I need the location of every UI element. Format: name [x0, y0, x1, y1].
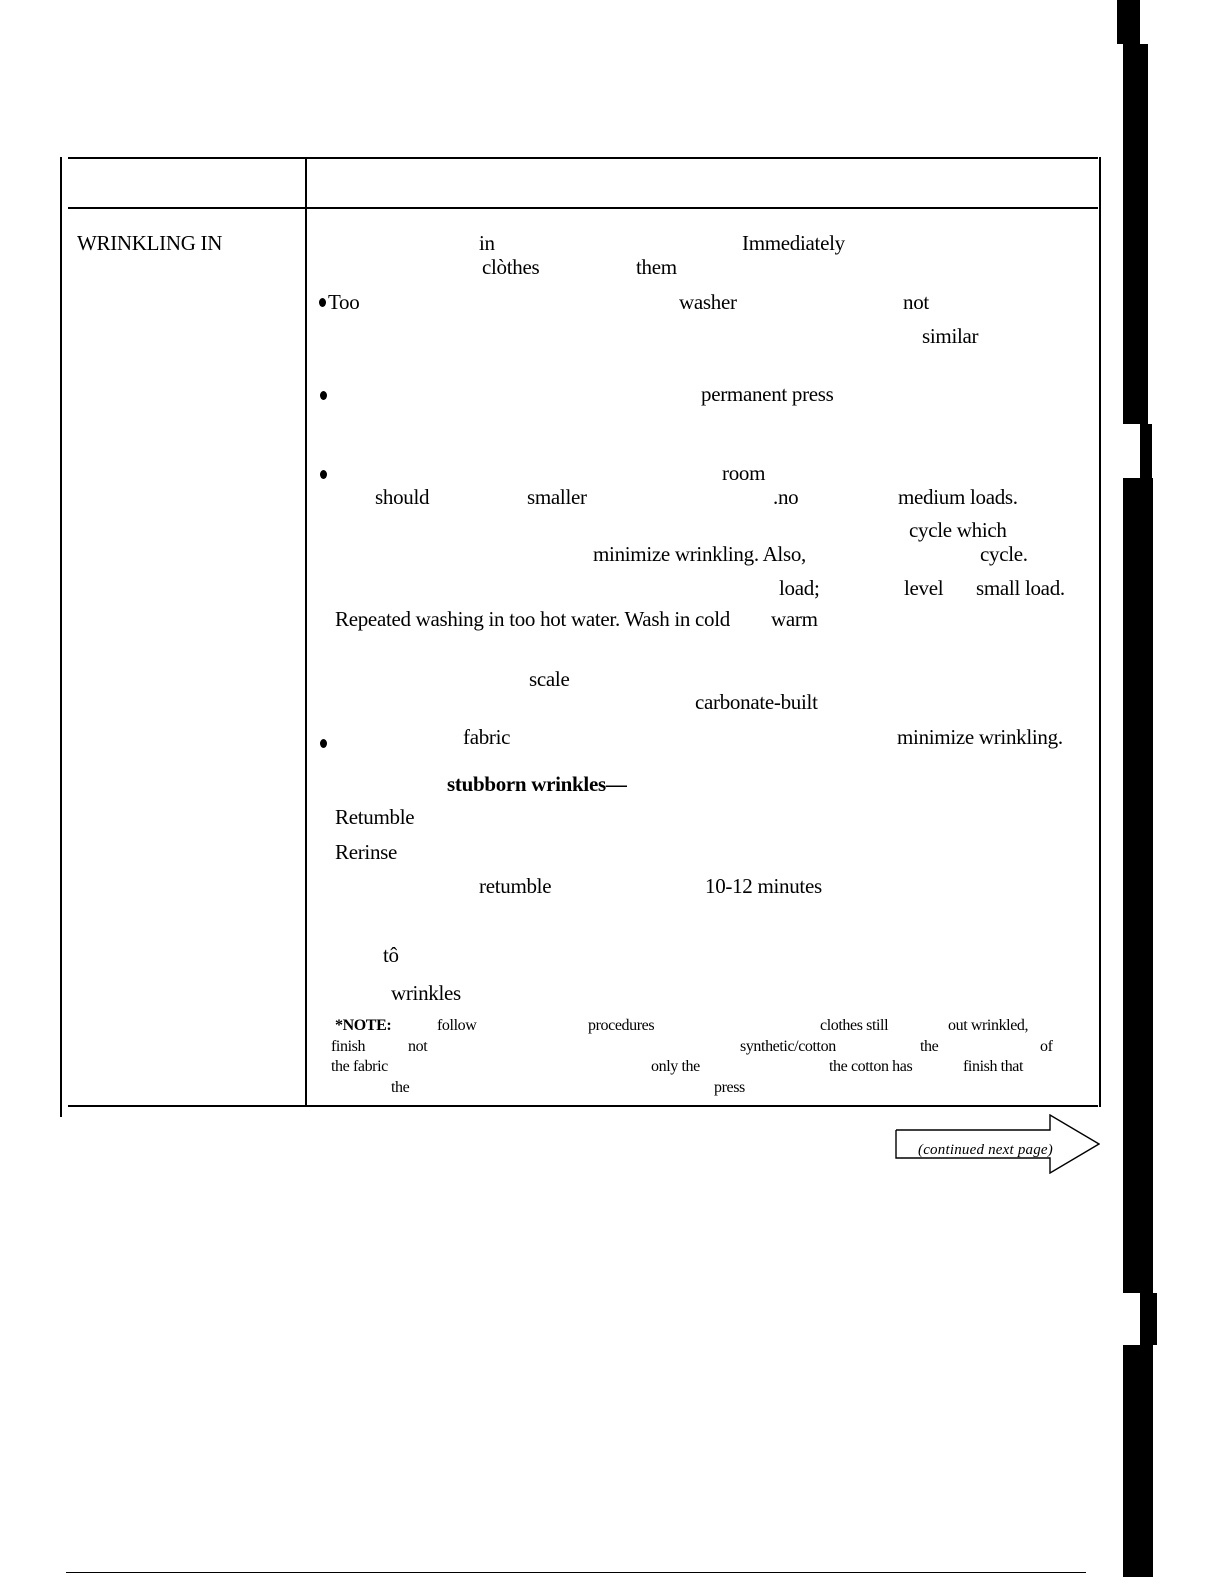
- text-fragment: 10-12 minutes: [705, 874, 822, 898]
- edge-tab-strip-5: [1140, 1293, 1157, 1345]
- note-fragment: finish that: [963, 1058, 1024, 1075]
- bullet-1: [319, 298, 326, 307]
- text-fragment: should: [375, 485, 430, 509]
- table-header-rule: [68, 207, 1098, 209]
- table-left-border: [60, 157, 62, 1117]
- text-fragment: them: [636, 255, 677, 279]
- text-fragment: permanent press: [701, 382, 834, 406]
- edge-tab-strip-1: [1117, 0, 1140, 44]
- problem-heading: WRINKLING IN: [77, 231, 223, 255]
- note-fragment: press: [714, 1079, 745, 1096]
- bullet-4: [320, 739, 327, 748]
- table-bottom-rule: [68, 1105, 1098, 1107]
- text-fragment: washer: [679, 290, 737, 314]
- text-fragment: level: [904, 576, 944, 600]
- note-fragment: out wrinkled,: [948, 1017, 1029, 1034]
- table-column-divider: [305, 157, 307, 1107]
- bullet-2: [320, 391, 327, 400]
- text-fragment: Rerinse: [335, 840, 398, 864]
- edge-tab-strip-2: [1123, 44, 1148, 424]
- note-fragment: procedures: [588, 1017, 655, 1034]
- text-fragment: fabric: [463, 725, 511, 749]
- text-fragment: Repeated washing in too hot water. Wash …: [335, 607, 730, 631]
- text-fragment: carbonate-built: [695, 690, 818, 714]
- note-fragment: finish: [331, 1038, 366, 1055]
- text-fragment: scale: [529, 667, 570, 691]
- text-fragment: minimize wrinkling. Also,: [593, 542, 806, 566]
- note-fragment: the cotton has: [829, 1058, 913, 1075]
- text-fragment: cycle.: [980, 542, 1028, 566]
- text-fragment: smaller: [527, 485, 587, 509]
- text-fragment: Immediately: [742, 231, 845, 255]
- note-fragment: synthetic/cotton: [740, 1038, 836, 1055]
- text-fragment: in: [479, 231, 495, 255]
- edge-tab-strip-6: [1123, 1345, 1153, 1577]
- continued-arrow-icon: [895, 1114, 1100, 1174]
- text-fragment: medium loads.: [898, 485, 1018, 509]
- text-fragment: .no: [773, 485, 799, 509]
- text-fragment: warm: [771, 607, 818, 631]
- edge-tab-strip-4: [1123, 478, 1153, 1293]
- text-fragment: Retumble: [335, 805, 415, 829]
- text-fragment: room: [722, 461, 766, 485]
- note-fragment: the: [920, 1038, 939, 1055]
- text-fragment: cycle which: [909, 518, 1007, 542]
- table-top-rule: [68, 157, 1098, 159]
- text-fragment: Too: [328, 290, 360, 314]
- text-fragment: small load.: [976, 576, 1065, 600]
- note-fragment: of: [1040, 1038, 1053, 1055]
- note-label: *NOTE:: [335, 1017, 392, 1034]
- text-fragment: minimize wrinkling.: [897, 725, 1063, 749]
- note-fragment: the fabric: [331, 1058, 388, 1075]
- text-fragment: retumble: [479, 874, 552, 898]
- text-fragment: load;: [779, 576, 820, 600]
- text-fragment: tô: [383, 943, 399, 967]
- edge-tab-strip-3: [1140, 424, 1152, 478]
- note-fragment: clothes still: [820, 1017, 889, 1034]
- table-right-border: [1099, 157, 1101, 1107]
- page-footer-rule: [66, 1572, 1086, 1573]
- bullet-3: [320, 470, 327, 479]
- text-fragment: wrinkles: [391, 981, 461, 1005]
- note-fragment: not: [408, 1038, 428, 1055]
- note-fragment: follow: [437, 1017, 477, 1034]
- text-fragment: stubborn wrinkles—: [447, 772, 627, 796]
- note-fragment: the: [391, 1079, 410, 1096]
- text-fragment: clòthes: [482, 255, 540, 279]
- note-fragment: only the: [651, 1058, 700, 1075]
- text-fragment: not: [903, 290, 929, 314]
- continued-next-page-label[interactable]: (continued next page): [918, 1142, 1053, 1158]
- text-fragment: similar: [922, 324, 979, 348]
